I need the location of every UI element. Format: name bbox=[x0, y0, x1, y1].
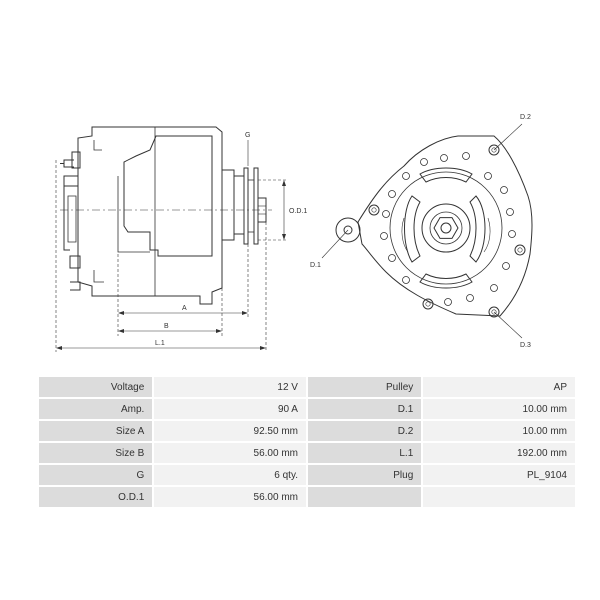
spec-value: 56.00 mm bbox=[154, 443, 306, 463]
spec-value: 90 A bbox=[154, 399, 306, 419]
mounting-hole-d1 bbox=[343, 225, 353, 235]
spec-key: D.2 bbox=[307, 421, 422, 441]
label-d2: D.2 bbox=[520, 114, 531, 121]
mounting-hole-d3 bbox=[488, 306, 500, 318]
spec-value bbox=[423, 487, 575, 507]
label-d1: D.1 bbox=[310, 262, 321, 269]
label-l1: L.1 bbox=[155, 340, 165, 347]
spec-value: 12 V bbox=[154, 377, 306, 397]
alternator-technical-drawing: G O.D.1 A B L.1 D.1 D.2 D.3 bbox=[55, 114, 533, 352]
spec-key: D.1 bbox=[307, 399, 422, 419]
shaft-center bbox=[440, 222, 452, 234]
rear-terminals bbox=[60, 151, 81, 291]
spec-key: L.1 bbox=[307, 443, 422, 463]
spec-key: Size B bbox=[39, 443, 153, 463]
label-g: G bbox=[245, 132, 250, 139]
label-a: A bbox=[182, 305, 187, 312]
mounting-hole-d2 bbox=[488, 144, 500, 156]
front-outline bbox=[357, 135, 533, 317]
fan-slots bbox=[401, 167, 491, 289]
spec-key bbox=[307, 487, 422, 507]
spec-value: 192.00 mm bbox=[423, 443, 575, 463]
mounting-ear bbox=[335, 217, 361, 243]
label-b: B bbox=[164, 323, 169, 330]
spec-value: AP bbox=[423, 377, 575, 397]
housing-window bbox=[123, 135, 213, 257]
pulley-side bbox=[221, 167, 267, 245]
hub bbox=[421, 203, 471, 253]
front-view bbox=[321, 123, 533, 339]
vent-holes bbox=[380, 152, 516, 306]
spec-key: Amp. bbox=[39, 399, 153, 419]
side-view bbox=[60, 126, 272, 305]
spec-value: 92.50 mm bbox=[154, 421, 306, 441]
spec-key: Pulley bbox=[307, 377, 422, 397]
spec-value: 10.00 mm bbox=[423, 421, 575, 441]
spec-value: 56.00 mm bbox=[154, 487, 306, 507]
spec-key: G bbox=[39, 465, 153, 485]
dimension-arrows bbox=[56, 180, 286, 350]
spec-key: O.D.1 bbox=[39, 487, 153, 507]
spec-key: Voltage bbox=[39, 377, 153, 397]
spec-key: Plug bbox=[307, 465, 422, 485]
spec-value: 10.00 mm bbox=[423, 399, 575, 419]
housing-outline bbox=[77, 126, 223, 305]
shaft-nut bbox=[433, 217, 459, 239]
spec-value: PL_9104 bbox=[423, 465, 575, 485]
dimension-lines bbox=[55, 140, 288, 352]
spec-value: 6 qty. bbox=[154, 465, 306, 485]
spec-key: Size A bbox=[39, 421, 153, 441]
label-od1: O.D.1 bbox=[289, 208, 307, 215]
label-d3: D.3 bbox=[520, 342, 531, 349]
